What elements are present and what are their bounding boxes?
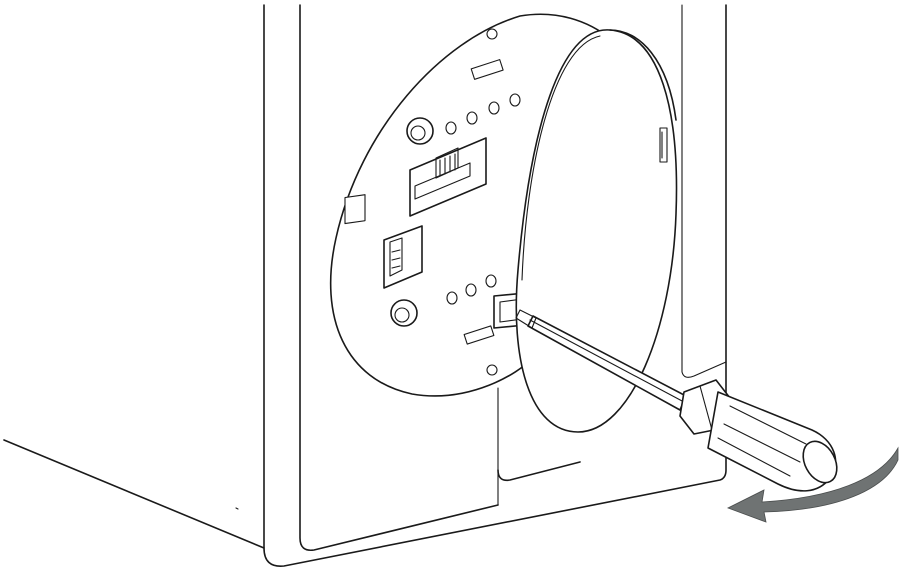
rotation-arrow-icon xyxy=(726,446,899,523)
housing-block xyxy=(3,4,727,567)
screwdriver-icon xyxy=(515,309,838,492)
